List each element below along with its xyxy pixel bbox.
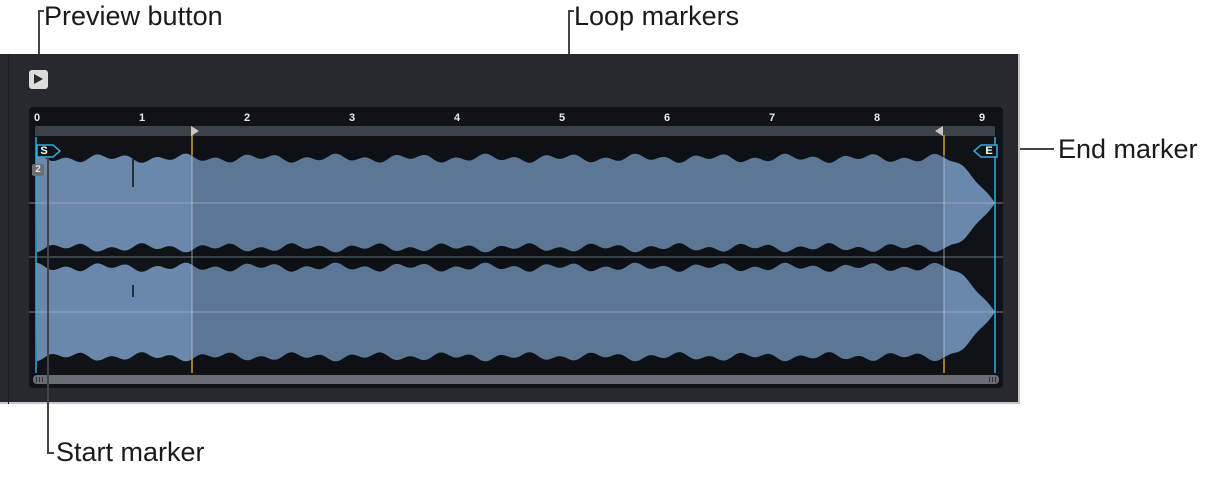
loop-bar[interactable] [35, 126, 995, 136]
ruler-number: 5 [558, 112, 566, 124]
leader-loop-markers-hook [568, 10, 574, 12]
ruler-number: 6 [663, 112, 671, 124]
waveform-display [29, 126, 1003, 373]
panel-divider [8, 54, 9, 404]
callout-preview-button: Preview button [44, 1, 223, 31]
ruler-number: 8 [873, 112, 881, 124]
horizontal-scrollbar[interactable] [33, 375, 999, 384]
leader-preview-button [38, 10, 40, 70]
loop-start-marker [191, 126, 199, 136]
end-marker-flag-icon [972, 144, 998, 158]
leader-start-marker [47, 158, 49, 454]
callout-start-marker: Start marker [56, 437, 205, 467]
loop-end-marker [935, 126, 943, 136]
end-marker-label: E [985, 145, 993, 157]
leader-end-marker [1002, 148, 1054, 150]
scrollbar-grip-right[interactable] [989, 377, 996, 382]
ruler-number: 2 [243, 112, 251, 124]
leader-preview-button-hook [38, 10, 44, 12]
preview-button[interactable] [29, 70, 48, 89]
ruler-number: 3 [348, 112, 356, 124]
callout-loop-markers: Loop markers [574, 1, 740, 31]
ruler-number: 9 [978, 112, 986, 124]
callout-end-marker: End marker [1058, 134, 1198, 164]
ruler-number: 7 [768, 112, 776, 124]
start-marker-label: S [40, 145, 48, 157]
leader-start-marker-hook [47, 452, 54, 454]
scrollbar-grip-left[interactable] [36, 377, 43, 382]
ruler-number: 4 [453, 112, 461, 124]
play-icon [34, 74, 43, 84]
channel-count-badge: 2 [32, 164, 44, 176]
waveform-editor[interactable]: 0 1 2 3 4 5 6 7 8 9 S [29, 107, 1003, 388]
loop-region-shade [192, 137, 944, 373]
start-marker-flag-icon [36, 144, 62, 158]
sample-editor-panel: 0 1 2 3 4 5 6 7 8 9 S [0, 54, 1020, 404]
ruler-number: 0 [33, 112, 41, 124]
ruler-number: 1 [138, 112, 146, 124]
